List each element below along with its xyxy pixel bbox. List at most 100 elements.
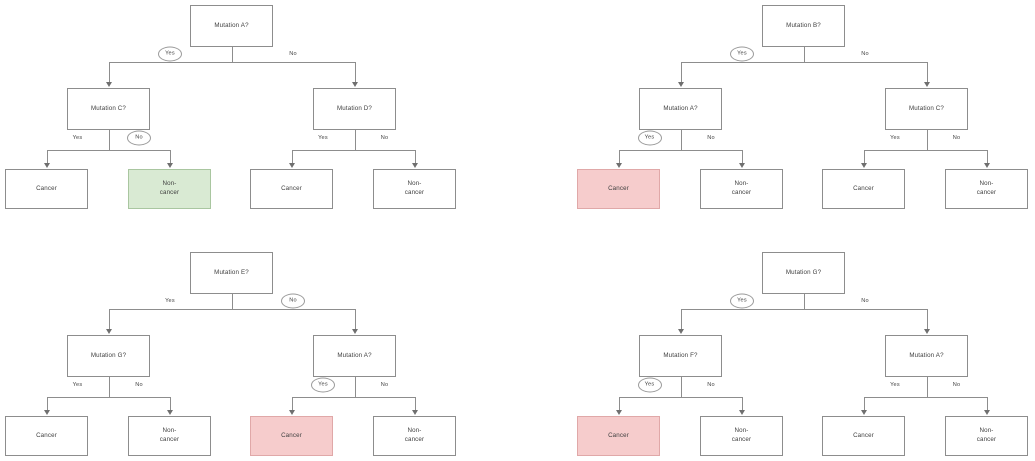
tree-bottom-right-right-leaf-cancer-label: Cancer xyxy=(853,431,874,439)
right-edge-leaf-right-drop xyxy=(986,150,988,164)
left-edge-stem xyxy=(680,377,682,397)
root-edge-right-drop xyxy=(926,309,928,330)
left-edge-leaf-right-drop xyxy=(169,150,171,164)
tree-top-left-right-leaf-non-cancer-label: Non- cancer xyxy=(404,180,425,196)
tree-top-right-right-leaf-non-cancer-label: Non- cancer xyxy=(976,180,997,196)
root-edge-bus xyxy=(108,62,355,63)
tree-bottom-left-right-leaf-non-cancer[interactable]: Non- cancer xyxy=(373,416,456,456)
tree-bottom-right-left-leaf-non-cancer[interactable]: Non- cancer xyxy=(700,416,783,456)
tree-top-right-left-decision[interactable]: Mutation A? xyxy=(639,88,722,130)
right-edge-stem xyxy=(354,377,356,397)
tree-top-left-root[interactable]: Mutation A? xyxy=(190,5,273,47)
root-edge-left-drop xyxy=(108,309,110,330)
edge-arrowhead xyxy=(738,410,745,415)
tree-bottom-left-left-decision[interactable]: Mutation G? xyxy=(67,335,150,377)
tree-bottom-left-left-leaf-non-cancer[interactable]: Non- cancer xyxy=(128,416,211,456)
tree-top-right-right-leaf-cancer[interactable]: Cancer xyxy=(822,169,905,209)
edge-arrowhead xyxy=(411,163,418,168)
tree-bottom-left-left-leaf-non-cancer-label: Non- cancer xyxy=(159,427,180,443)
tree-bottom-right-right-edge-label-no: No xyxy=(950,382,963,388)
left-edge-leaf-right-drop xyxy=(169,397,171,411)
tree-top-right-root-label: Mutation B? xyxy=(786,21,821,29)
left-edge-leaf-left-drop xyxy=(618,397,620,411)
tree-bottom-right-right-leaf-cancer[interactable]: Cancer xyxy=(822,416,905,456)
edge-arrowhead xyxy=(43,410,50,415)
tree-top-right-right-edge-label-yes: Yes xyxy=(888,135,902,141)
tree-bottom-left-right-leaf-cancer[interactable]: Cancer xyxy=(250,416,333,456)
tree-bottom-right-root[interactable]: Mutation G? xyxy=(762,252,845,294)
root-edge-right-drop xyxy=(354,309,356,330)
right-edge-bus xyxy=(863,150,987,151)
tree-bottom-right-right-decision-label: Mutation A? xyxy=(909,351,944,359)
tree-bottom-left-right-edge-label-no: No xyxy=(378,382,391,388)
tree-bottom-left-right-decision-label: Mutation A? xyxy=(337,351,372,359)
tree-top-left-root-edge-label-no: No xyxy=(287,51,299,57)
tree-bottom-right-left-leaf-non-cancer-label: Non- cancer xyxy=(731,427,752,443)
edge-arrowhead xyxy=(677,82,684,87)
tree-bottom-right-right-edge-label-yes: Yes xyxy=(888,382,902,388)
edge-arrowhead xyxy=(411,410,418,415)
tree-top-left-left-leaf-non-cancer[interactable]: Non- cancer xyxy=(128,169,211,209)
left-edge-bus xyxy=(618,150,742,151)
tree-bottom-left-root-edge-label-yes: Yes xyxy=(163,298,177,304)
edge-arrowhead xyxy=(860,410,867,415)
tree-bottom-left-left-leaf-cancer[interactable]: Cancer xyxy=(5,416,88,456)
tree-top-left-left-decision[interactable]: Mutation C? xyxy=(67,88,150,130)
left-edge-leaf-left-drop xyxy=(618,150,620,164)
tree-bottom-left-right-decision[interactable]: Mutation A? xyxy=(313,335,396,377)
right-edge-stem xyxy=(354,130,356,150)
left-edge-bus xyxy=(46,397,170,398)
tree-top-right-left-leaf-cancer[interactable]: Cancer xyxy=(577,169,660,209)
tree-bottom-right-left-decision[interactable]: Mutation F? xyxy=(639,335,722,377)
right-edge-stem xyxy=(926,377,928,397)
tree-top-left-root-label: Mutation A? xyxy=(214,21,249,29)
left-edge-leaf-left-drop xyxy=(46,150,48,164)
root-edge-left-drop xyxy=(108,62,110,83)
edge-arrowhead xyxy=(105,82,112,87)
right-edge-stem xyxy=(926,130,928,150)
edge-arrowhead xyxy=(983,410,990,415)
edge-arrowhead xyxy=(351,82,358,87)
edge-arrowhead xyxy=(677,329,684,334)
right-edge-bus xyxy=(863,397,987,398)
right-edge-leaf-left-drop xyxy=(291,397,293,411)
edge-arrowhead xyxy=(860,163,867,168)
tree-bottom-right-left-leaf-cancer[interactable]: Cancer xyxy=(577,416,660,456)
edge-arrowhead xyxy=(351,329,358,334)
tree-bottom-left-left-decision-label: Mutation G? xyxy=(90,351,127,359)
tree-top-right-right-leaf-non-cancer[interactable]: Non- cancer xyxy=(945,169,1028,209)
tree-top-left-left-edge-label-no: No xyxy=(127,130,151,146)
tree-top-right-left-edge-label-yes: Yes xyxy=(637,130,662,146)
tree-top-right-left-edge-label-no: No xyxy=(705,135,717,141)
tree-top-right-root[interactable]: Mutation B? xyxy=(762,5,845,47)
root-edge-stem xyxy=(231,47,233,62)
tree-top-right-right-leaf-cancer-label: Cancer xyxy=(853,184,874,192)
tree-bottom-right-left-edge-label-yes: Yes xyxy=(637,377,662,393)
root-edge-right-drop xyxy=(354,62,356,83)
tree-top-right-left-leaf-non-cancer[interactable]: Non- cancer xyxy=(700,169,783,209)
tree-top-right-root-edge-label-yes: Yes xyxy=(730,46,754,62)
tree-bottom-right-right-decision[interactable]: Mutation A? xyxy=(885,335,968,377)
root-edge-stem xyxy=(231,294,233,309)
tree-top-left-right-leaf-non-cancer[interactable]: Non- cancer xyxy=(373,169,456,209)
tree-top-left-left-edge-label-yes: Yes xyxy=(70,135,85,141)
tree-bottom-right-right-leaf-non-cancer-label: Non- cancer xyxy=(976,427,997,443)
left-edge-stem xyxy=(680,130,682,150)
edge-arrowhead xyxy=(615,410,622,415)
tree-bottom-left-root[interactable]: Mutation E? xyxy=(190,252,273,294)
tree-top-left-left-leaf-cancer[interactable]: Cancer xyxy=(5,169,88,209)
tree-top-right-right-decision[interactable]: Mutation C? xyxy=(885,88,968,130)
tree-top-left-right-leaf-cancer[interactable]: Cancer xyxy=(250,169,333,209)
tree-top-left-right-decision[interactable]: Mutation D? xyxy=(313,88,396,130)
tree-top-left-left-leaf-cancer-label: Cancer xyxy=(36,184,57,192)
edge-arrowhead xyxy=(166,410,173,415)
tree-top-left-left-decision-label: Mutation C? xyxy=(90,104,126,112)
tree-bottom-right-left-decision-label: Mutation F? xyxy=(663,351,698,359)
tree-bottom-left-root-label: Mutation E? xyxy=(214,268,249,276)
edge-arrowhead xyxy=(738,163,745,168)
tree-bottom-right-right-leaf-non-cancer[interactable]: Non- cancer xyxy=(945,416,1028,456)
tree-top-left-right-decision-label: Mutation D? xyxy=(336,104,372,112)
